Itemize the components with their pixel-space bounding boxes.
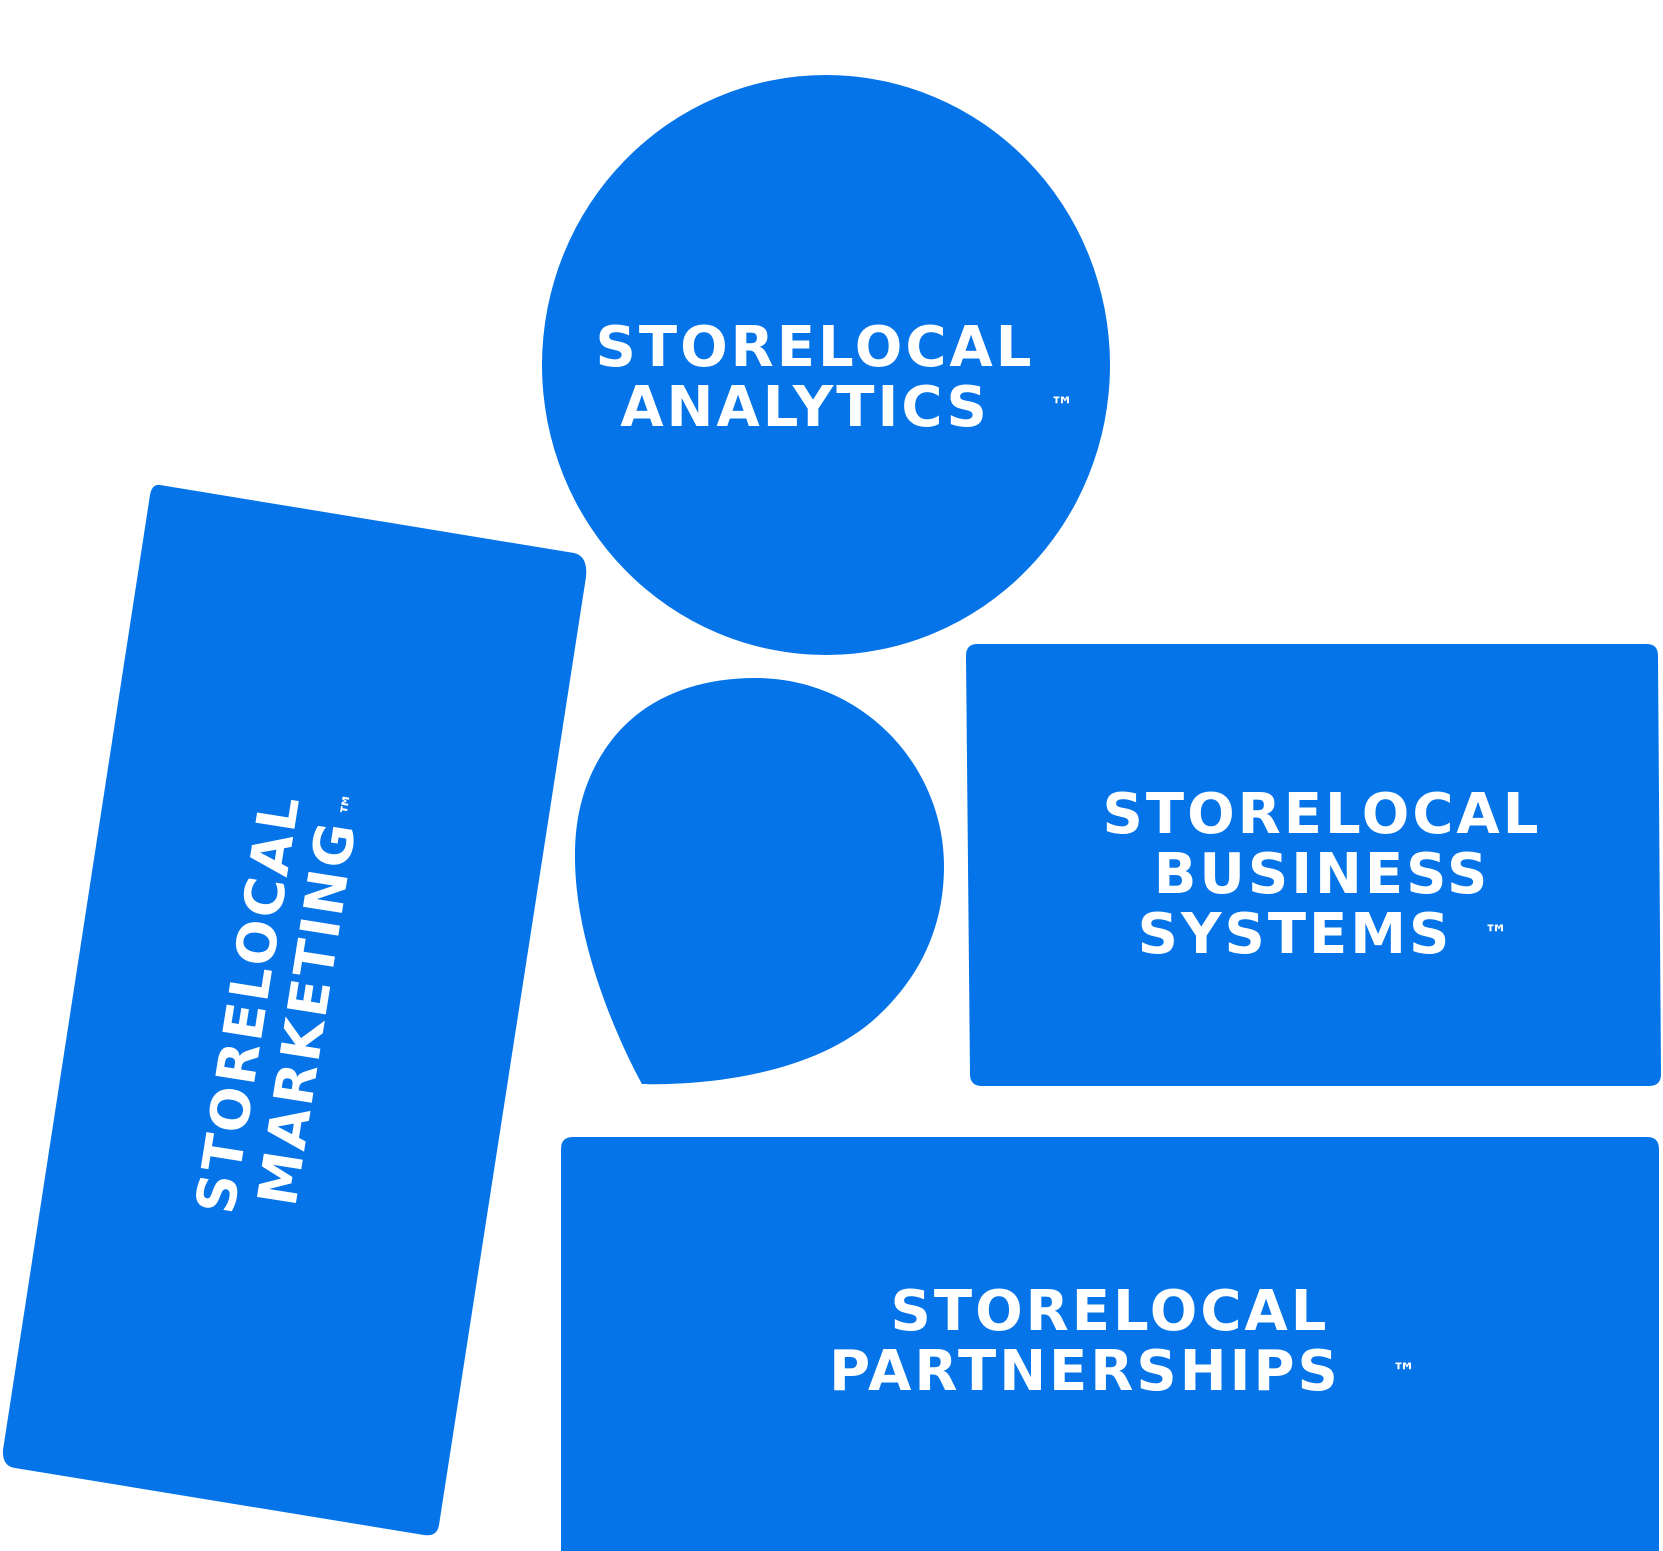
partnerships-tm: ™ bbox=[1392, 1358, 1416, 1386]
analytics-line1: STORELOCAL bbox=[596, 315, 1035, 380]
partnerships-line2: PARTNERSHIPS bbox=[829, 1339, 1341, 1404]
marketing-card bbox=[2, 484, 587, 1536]
analytics-tm: ™ bbox=[1050, 392, 1074, 420]
analytics-line2: ANALYTICS bbox=[620, 375, 990, 440]
partnerships-card bbox=[561, 1137, 1659, 1551]
analytics-circle bbox=[542, 75, 1110, 655]
business-systems-card bbox=[966, 644, 1661, 1086]
marketing-tm: ™ bbox=[335, 791, 366, 819]
marketing-tile: STORELOCAL MARKETING ™ bbox=[2, 484, 587, 1536]
business-systems-tile: STORELOCAL BUSINESS SYSTEMS ™ bbox=[966, 644, 1661, 1086]
business-systems-line3: SYSTEMS bbox=[1138, 902, 1453, 967]
business-systems-line2: BUSINESS bbox=[1154, 842, 1491, 907]
business-systems-line1: STORELOCAL bbox=[1103, 782, 1542, 847]
analytics-tile: STORELOCAL ANALYTICS ™ bbox=[542, 75, 1110, 655]
speech-drop-icon bbox=[574, 678, 944, 1085]
partnerships-tile: STORELOCAL PARTNERSHIPS ™ bbox=[561, 1137, 1659, 1551]
partnerships-line1: STORELOCAL bbox=[891, 1279, 1330, 1344]
business-systems-tm: ™ bbox=[1484, 920, 1508, 948]
